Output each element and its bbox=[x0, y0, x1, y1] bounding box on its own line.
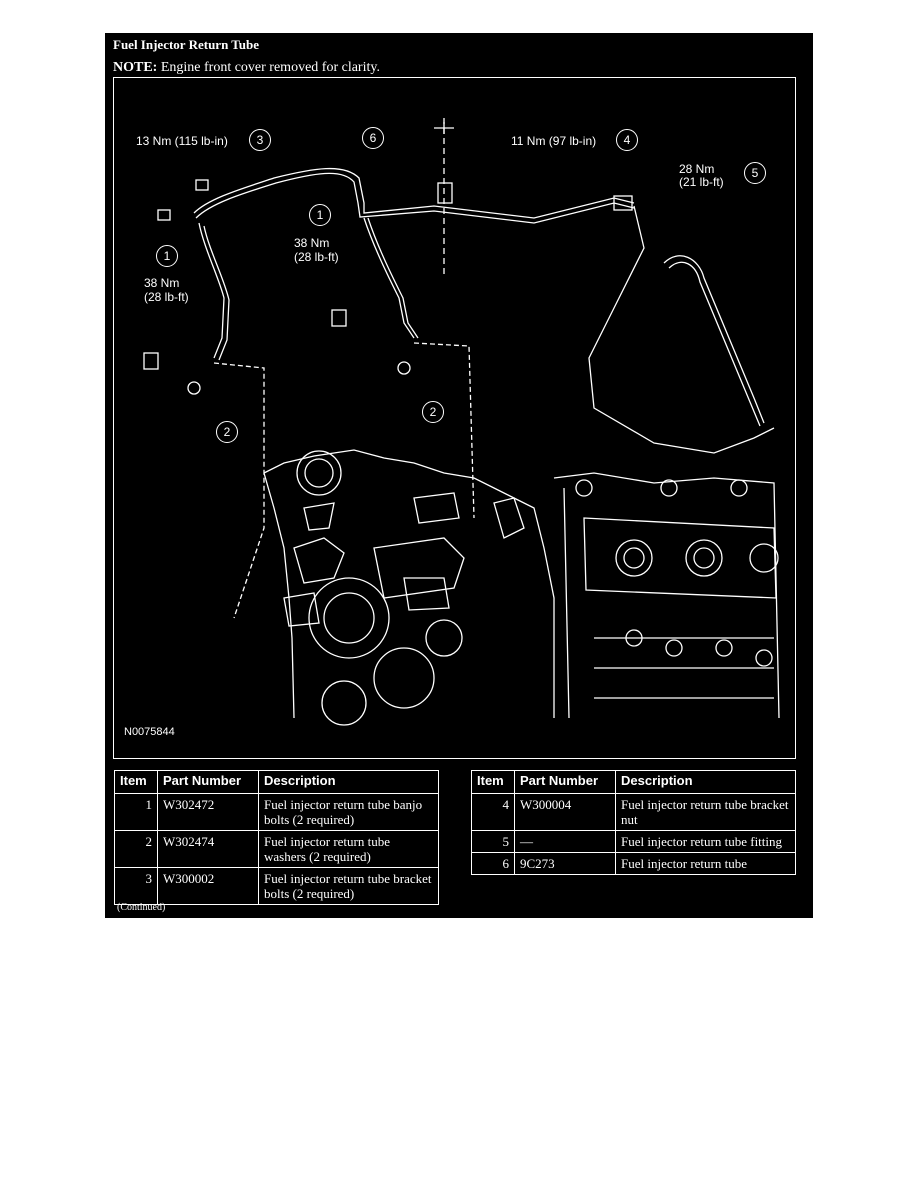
torque-label-fitting-2: (21 lb-ft) bbox=[679, 175, 724, 189]
description-cell: Fuel injector return tube bracket nut bbox=[615, 793, 796, 831]
note-text: Engine front cover removed for clarity. bbox=[157, 60, 380, 75]
callout-3: 3 bbox=[249, 129, 271, 151]
item-cell: 6 bbox=[471, 852, 515, 875]
header-description: Description bbox=[615, 770, 796, 794]
torque-label-banjo-lower-2: (28 lb-ft) bbox=[144, 290, 189, 304]
item-cell: 2 bbox=[114, 830, 158, 868]
engine-drawing bbox=[143, 118, 780, 726]
parts-table-right: Item Part Number Description 4 W300004 F… bbox=[471, 770, 796, 875]
part-number-cell: W302474 bbox=[157, 830, 259, 868]
header-part-number: Part Number bbox=[514, 770, 616, 794]
part-number-cell: 9C273 bbox=[514, 852, 616, 875]
header-item: Item bbox=[114, 770, 158, 794]
callout-2-left: 2 bbox=[216, 421, 238, 443]
note-label: NOTE: bbox=[113, 60, 158, 75]
note-line: NOTE: Engine front cover removed for cla… bbox=[113, 60, 380, 76]
header-description: Description bbox=[258, 770, 439, 794]
table-row: 1 W302472 Fuel injector return tube banj… bbox=[114, 793, 439, 831]
procedure-panel: Fuel Injector Return Tube NOTE: Engine f… bbox=[105, 33, 813, 918]
torque-label-banjo-upper-1: 38 Nm bbox=[294, 236, 330, 250]
callout-6: 6 bbox=[362, 127, 384, 149]
description-cell: Fuel injector return tube washers (2 req… bbox=[258, 830, 439, 868]
callout-5: 5 bbox=[744, 162, 766, 184]
torque-label-bracket-bolts: 13 Nm (115 lb-in) bbox=[136, 134, 228, 148]
torque-label-fitting-1: 28 Nm bbox=[679, 162, 715, 176]
engine-illustration: 13 Nm (115 lb-in) 38 Nm (28 lb-ft) 38 Nm… bbox=[113, 77, 796, 759]
part-number-cell: — bbox=[514, 830, 616, 853]
figure-code: N0075844 bbox=[124, 726, 175, 738]
item-cell: 4 bbox=[471, 793, 515, 831]
torque-label-bracket-nut: 11 Nm (97 lb-in) bbox=[511, 134, 597, 148]
part-number-cell: W300002 bbox=[157, 867, 259, 905]
item-cell: 1 bbox=[114, 793, 158, 831]
parts-table-left: Item Part Number Description 1 W302472 F… bbox=[114, 770, 439, 905]
table-row: 5 — Fuel injector return tube fitting bbox=[471, 830, 796, 853]
description-cell: Fuel injector return tube bbox=[615, 852, 796, 875]
description-cell: Fuel injector return tube bracket bolts … bbox=[258, 867, 439, 905]
table-header-row: Item Part Number Description bbox=[114, 770, 439, 794]
table-row: 2 W302474 Fuel injector return tube wash… bbox=[114, 830, 439, 868]
callout-1-lower: 1 bbox=[156, 245, 178, 267]
table-row: 4 W300004 Fuel injector return tube brac… bbox=[471, 793, 796, 831]
description-cell: Fuel injector return tube banjo bolts (2… bbox=[258, 793, 439, 831]
torque-label-banjo-upper-2: (28 lb-ft) bbox=[294, 250, 339, 264]
callout-4: 4 bbox=[616, 129, 638, 151]
item-cell: 3 bbox=[114, 867, 158, 905]
header-item: Item bbox=[471, 770, 515, 794]
part-number-cell: W302472 bbox=[157, 793, 259, 831]
continued-note: (Continued) bbox=[117, 902, 166, 913]
header-part-number: Part Number bbox=[157, 770, 259, 794]
table-row: 6 9C273 Fuel injector return tube bbox=[471, 852, 796, 875]
table-header-row: Item Part Number Description bbox=[471, 770, 796, 794]
table-row: 3 W300002 Fuel injector return tube brac… bbox=[114, 867, 439, 905]
description-cell: Fuel injector return tube fitting bbox=[615, 830, 796, 853]
item-cell: 5 bbox=[471, 830, 515, 853]
part-number-cell: W300004 bbox=[514, 793, 616, 831]
callout-1-upper: 1 bbox=[309, 204, 331, 226]
callout-2-right: 2 bbox=[422, 401, 444, 423]
section-title: Fuel Injector Return Tube bbox=[113, 37, 260, 52]
torque-label-banjo-lower-1: 38 Nm bbox=[144, 276, 180, 290]
